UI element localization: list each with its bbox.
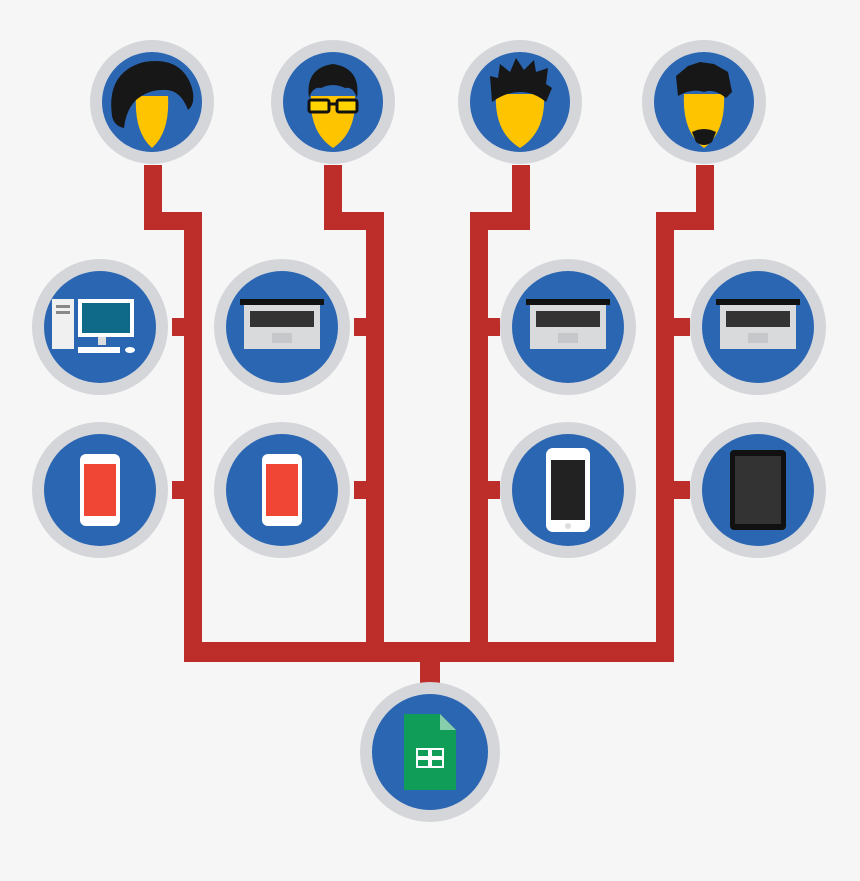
laptop-icon	[240, 299, 324, 349]
user-node-2	[271, 40, 395, 164]
google-sheets-icon	[404, 714, 456, 790]
device-node-desktop	[32, 259, 168, 395]
connector-lines	[144, 165, 714, 690]
device-node-laptop-2	[500, 259, 636, 395]
user-beard-icon	[676, 62, 732, 148]
user-node-3	[458, 40, 582, 164]
connector-segment	[420, 642, 440, 690]
user-long-hair-icon	[111, 61, 194, 148]
user-glasses-icon	[307, 64, 359, 148]
user-node-4	[642, 40, 766, 164]
connector-segment	[470, 481, 500, 499]
connector-segment	[470, 212, 488, 660]
desktop-computer-icon	[52, 299, 135, 353]
connector-segment	[656, 318, 690, 336]
connector-segment	[172, 318, 202, 336]
connector-segment	[470, 318, 500, 336]
device-node-android-1	[32, 422, 168, 558]
laptop-icon	[716, 299, 800, 349]
user-node-1	[90, 40, 214, 164]
connector-segment	[354, 481, 384, 499]
connector-segment	[656, 481, 690, 499]
android-phone-icon	[262, 454, 302, 526]
device-node-tablet	[690, 422, 826, 558]
iphone-icon	[546, 448, 590, 532]
connector-segment	[184, 212, 202, 660]
tablet-icon	[730, 450, 786, 530]
connector-segment	[366, 212, 384, 660]
device-node-laptop-3	[690, 259, 826, 395]
connector-segment	[656, 212, 674, 660]
device-node-laptop-1	[214, 259, 350, 395]
device-node-iphone	[500, 422, 636, 558]
connector-segment	[354, 318, 384, 336]
android-phone-icon	[80, 454, 120, 526]
connector-segment	[172, 481, 202, 499]
laptop-icon	[526, 299, 610, 349]
device-node-android-2	[214, 422, 350, 558]
user-spiky-hair-icon	[490, 58, 552, 148]
sheets-hub-node	[360, 682, 500, 822]
